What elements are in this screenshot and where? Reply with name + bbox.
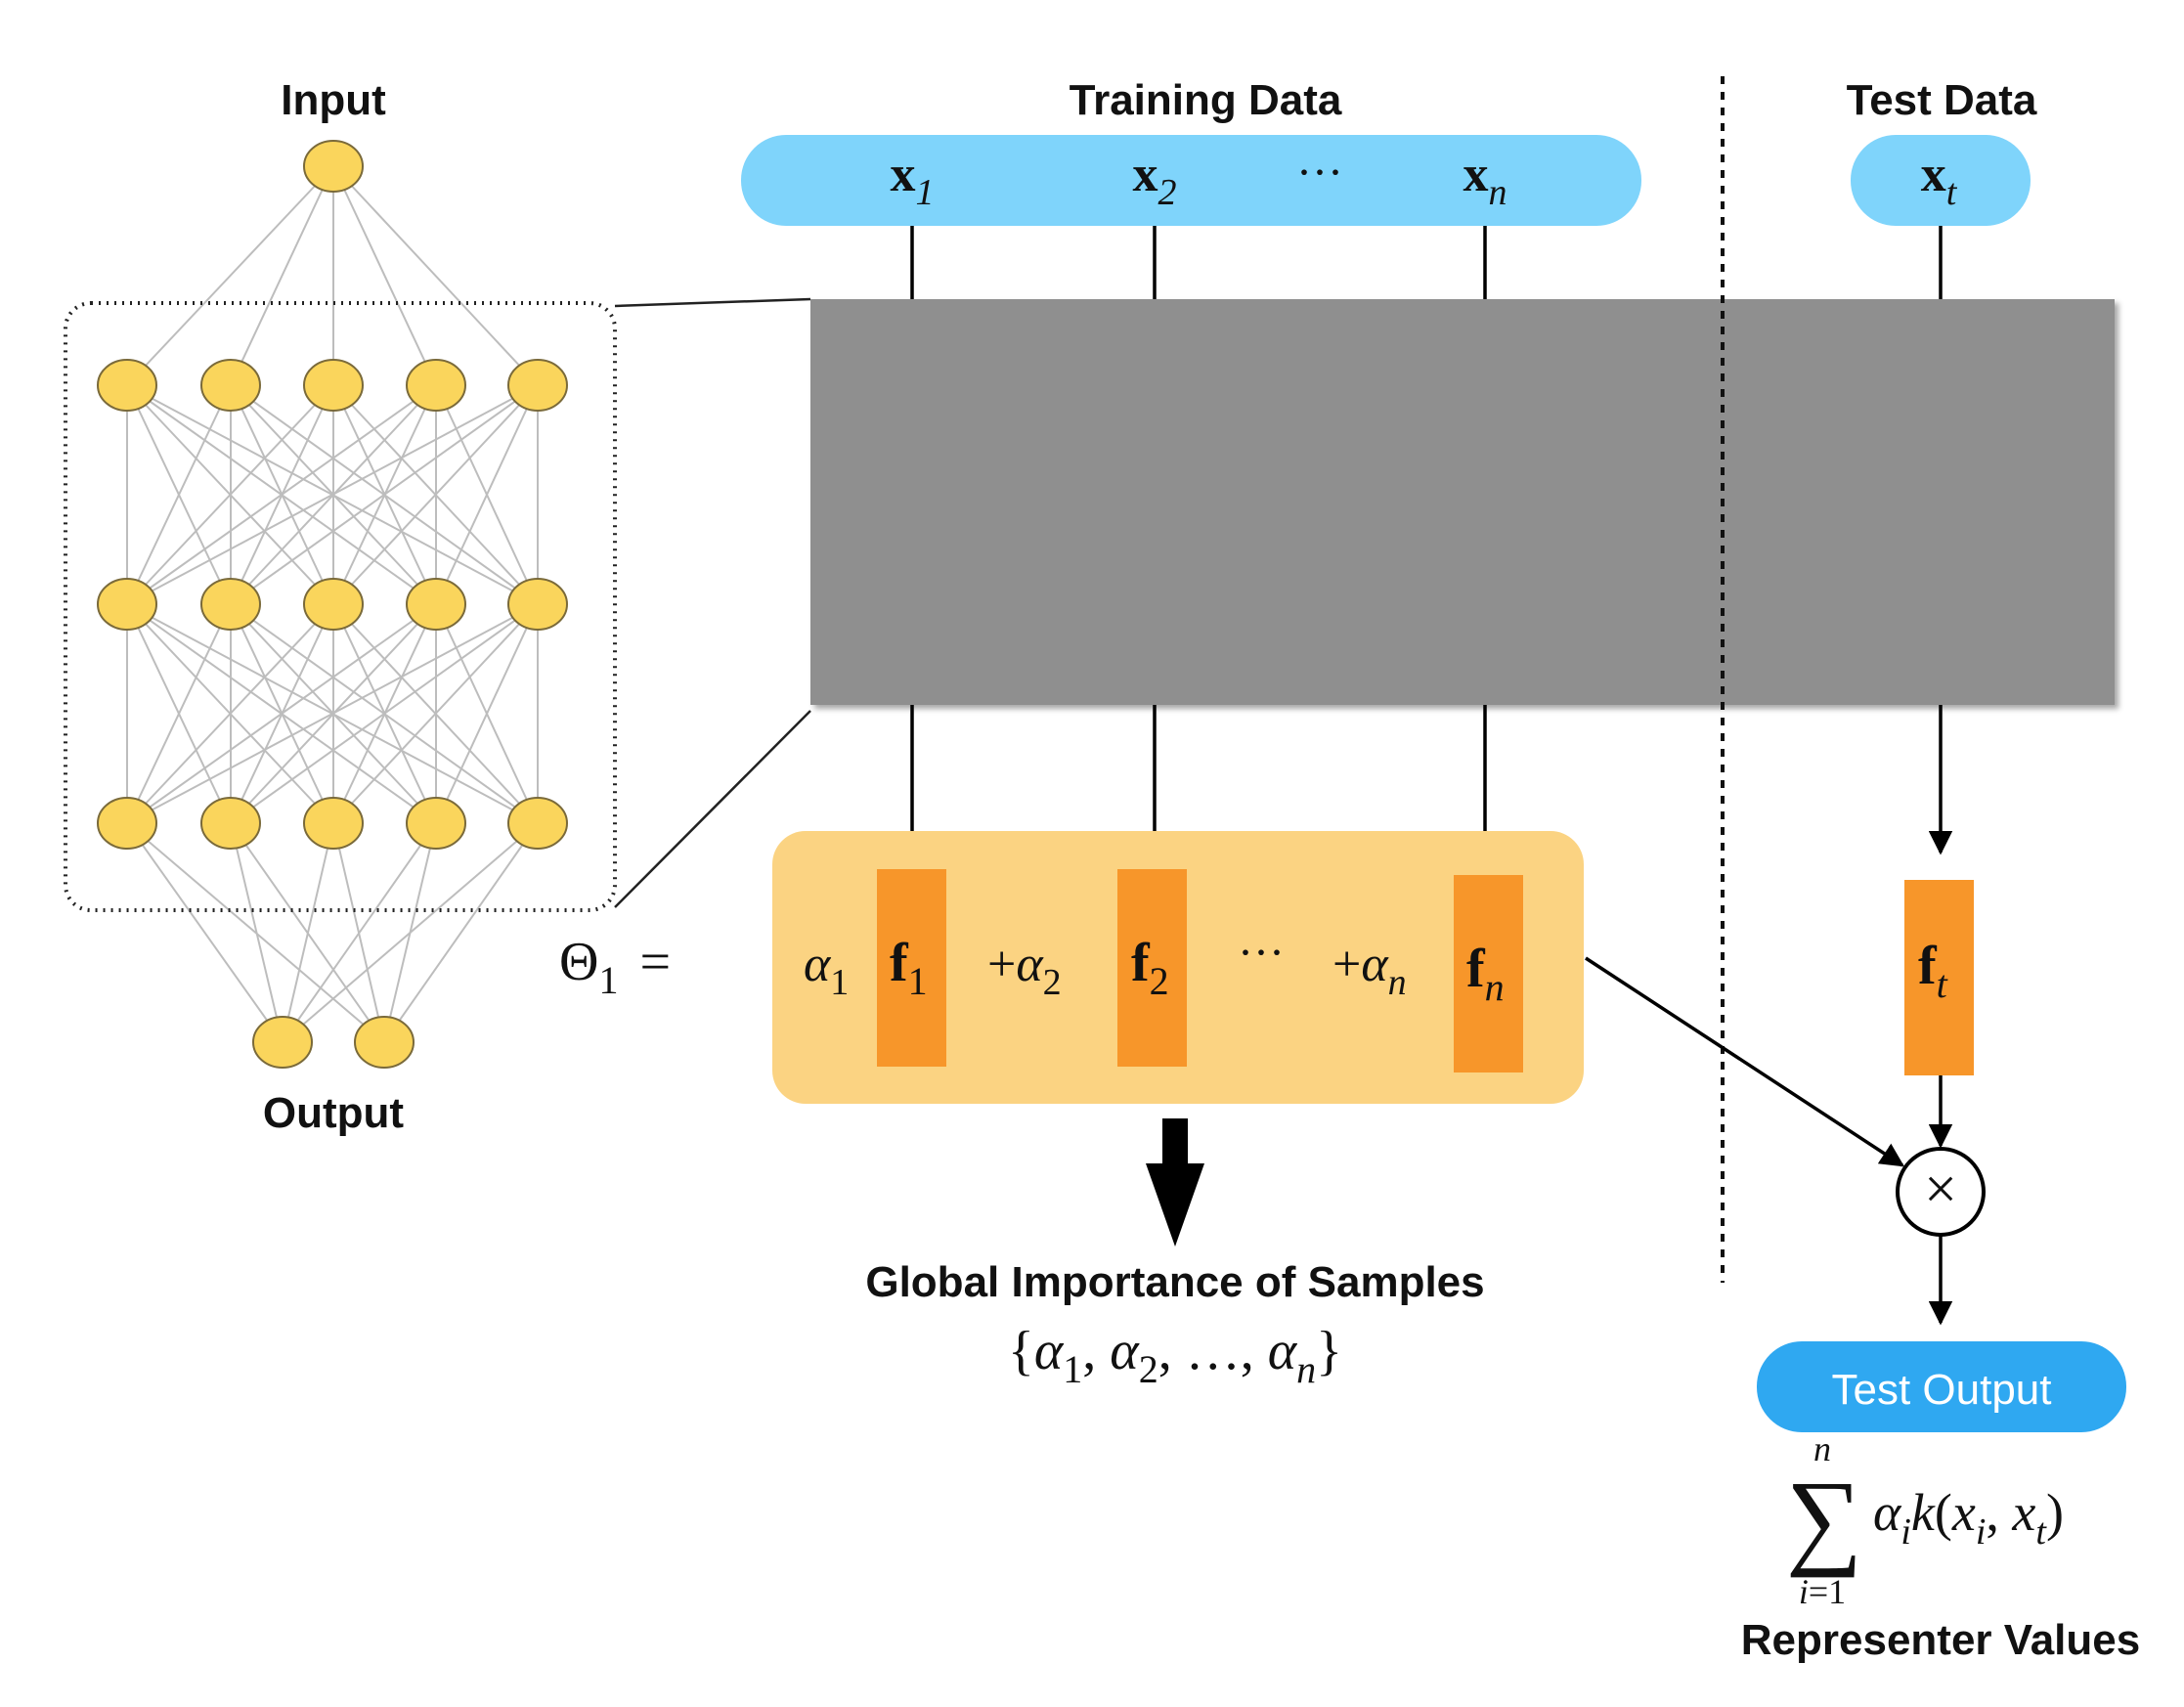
global-importance-set: {α1, α2, …, αn} <box>1008 1321 1342 1391</box>
network-edge <box>332 165 539 386</box>
training-ellipsis: ··· <box>1296 147 1343 198</box>
hidden-node <box>303 797 364 850</box>
training-data-title: Training Data <box>1070 76 1342 124</box>
test-input: xt <box>1921 147 1958 213</box>
test-data-title: Test Data <box>1847 76 2037 124</box>
network-edge <box>230 603 539 824</box>
network-edge <box>126 603 539 824</box>
network-edge <box>126 603 232 824</box>
network-edge <box>126 603 334 824</box>
theta-ellipsis: ··· <box>1238 927 1285 979</box>
network-edge <box>435 603 539 824</box>
hidden-node <box>507 359 568 412</box>
sum-lower: i=1 <box>1799 1572 1846 1611</box>
training-input-2: x2 <box>1133 147 1177 213</box>
sum-upper: n <box>1813 1429 1831 1468</box>
network-edge <box>282 822 334 1043</box>
representer-formula: αik(xi, xt) <box>1873 1483 2064 1553</box>
feature-bar-ft <box>1904 880 1974 1075</box>
training-input-n: xn <box>1463 147 1507 213</box>
test-data-pill <box>1851 135 2031 226</box>
hidden-node <box>97 359 157 412</box>
hidden-node <box>406 578 466 631</box>
hidden-node <box>200 578 261 631</box>
network-edge <box>126 384 334 605</box>
training-input-1: x1 <box>891 147 935 213</box>
network-edge <box>282 822 539 1043</box>
alpha-2: +α2 <box>987 937 1062 1003</box>
training-data-pill <box>741 135 1641 226</box>
hidden-node <box>406 359 466 412</box>
network-edge <box>126 165 334 386</box>
network-block <box>810 299 2115 705</box>
arrow-theta-to-multiply <box>1585 956 1905 1167</box>
alpha-n: +αn <box>1332 937 1407 1003</box>
feature-f1: f1 <box>890 933 928 1003</box>
feature-bar-fn <box>1454 875 1523 1072</box>
alpha-1: α1 <box>804 937 849 1003</box>
hidden-node <box>200 797 261 850</box>
representer-values-label: Representer Values <box>1741 1616 2140 1664</box>
sum-symbol: ∑ <box>1786 1459 1862 1578</box>
test-output-label: Test Output <box>1831 1366 2051 1414</box>
network-edge <box>435 384 539 605</box>
feature-f2: f2 <box>1131 933 1169 1003</box>
network-edge <box>332 165 437 386</box>
feature-bar-f1 <box>877 869 946 1067</box>
output-node <box>354 1016 415 1069</box>
network-edge <box>332 384 539 605</box>
network-edge <box>230 165 334 386</box>
output-node <box>252 1016 313 1069</box>
hidden-node <box>200 359 261 412</box>
hidden-node <box>303 578 364 631</box>
output-label: Output <box>263 1089 405 1137</box>
global-arrow-shaft <box>1162 1118 1188 1167</box>
network-edge <box>126 603 437 824</box>
network-edges <box>126 165 539 1043</box>
network-edge <box>126 822 284 1043</box>
global-arrow-head <box>1146 1163 1204 1247</box>
test-output-button <box>1757 1341 2126 1432</box>
hidden-node <box>97 578 157 631</box>
hidden-node <box>406 797 466 850</box>
feature-bar-f2 <box>1117 869 1187 1067</box>
network-edge <box>332 603 539 824</box>
network-nodes <box>97 140 568 1069</box>
hidden-node <box>97 797 157 850</box>
network-edge <box>126 384 437 605</box>
network-edge <box>383 822 539 1043</box>
network-edge <box>230 384 539 605</box>
network-edge <box>126 384 539 605</box>
network-edge <box>282 822 437 1043</box>
network-edge <box>230 822 284 1043</box>
theta-lhs: Θ1= <box>559 932 671 1002</box>
global-importance-label: Global Importance of Samples <box>865 1258 1484 1306</box>
hidden-node <box>303 359 364 412</box>
input-node <box>303 140 364 193</box>
hidden-node <box>507 797 568 850</box>
zoom-connector-top <box>614 297 811 308</box>
hidden-node <box>507 578 568 631</box>
zoom-connector-bottom <box>614 710 811 908</box>
network-edge <box>126 384 232 605</box>
input-label: Input <box>281 76 386 124</box>
multiply-icon: × <box>1924 1157 1957 1221</box>
feature-ft: ft <box>1918 936 1948 1006</box>
feature-fn: fn <box>1466 939 1505 1009</box>
